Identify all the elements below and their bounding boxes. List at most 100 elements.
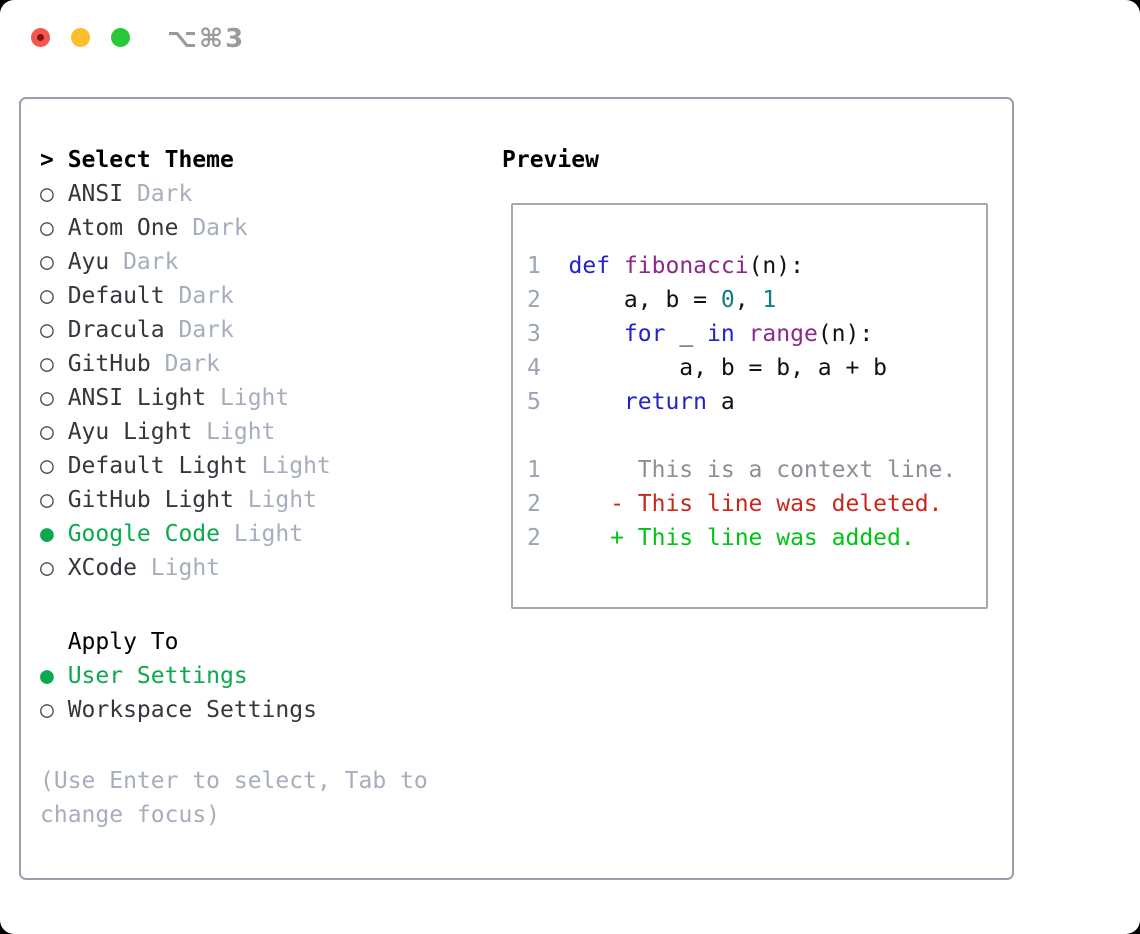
theme-variant: Dark bbox=[178, 283, 234, 309]
code-line: 1 def fibonacci(n): bbox=[527, 249, 972, 283]
theme-name: Atom One bbox=[67, 215, 179, 241]
theme-name: Ayu bbox=[67, 249, 110, 275]
preview-title: Preview bbox=[502, 147, 599, 173]
line-number: 1 bbox=[527, 253, 541, 279]
theme-item-ayu[interactable]: ○ Ayu Dark bbox=[40, 245, 455, 279]
code-token: (n): bbox=[748, 253, 804, 279]
apply-to-section: Apply To ● User Settings ○Workspace Settin… bbox=[40, 625, 455, 727]
theme-item-github-light[interactable]: ○ GitHub Light Light bbox=[40, 483, 455, 517]
apply-to-label: Apply To bbox=[67, 629, 179, 655]
code-token: 0 bbox=[720, 287, 735, 313]
code-token: for bbox=[623, 321, 666, 347]
theme-variant: Light bbox=[261, 453, 331, 479]
theme-item-default[interactable]: ○ Default Dark bbox=[40, 279, 455, 313]
theme-variant: Light bbox=[206, 419, 276, 445]
theme-name: GitHub Light bbox=[67, 487, 234, 513]
diff-line-context: 1 This is a context line. bbox=[527, 453, 972, 487]
code-token: def bbox=[568, 253, 611, 279]
help-text: (Use Enter to select, Tab to change focu… bbox=[40, 768, 428, 828]
select-theme-title: Select Theme bbox=[67, 147, 234, 173]
apply-option-user-settings[interactable]: ● User Settings bbox=[40, 659, 455, 693]
code-token: a bbox=[707, 389, 735, 415]
code-token: a, b = bbox=[568, 287, 721, 313]
theme-variant: Light bbox=[247, 487, 317, 513]
line-number: 3 bbox=[527, 321, 541, 347]
code-token bbox=[569, 321, 624, 347]
line-number: 2 bbox=[527, 525, 541, 551]
zoom-icon[interactable] bbox=[111, 28, 130, 47]
line-number: 5 bbox=[527, 389, 541, 415]
theme-item-ansi-light[interactable]: ○ ANSI Light Light bbox=[40, 381, 455, 415]
theme-variant: Light bbox=[150, 555, 221, 581]
code-line: 5 return a bbox=[527, 385, 972, 419]
code-token: fibonacci bbox=[623, 253, 749, 279]
theme-variant: Light bbox=[220, 385, 290, 411]
titlebar: ⌥⌘3 bbox=[0, 0, 1140, 75]
radio-unselected-icon: ○ bbox=[40, 385, 54, 411]
code-line: 3 for _ in range(n): bbox=[527, 317, 972, 351]
radio-unselected-icon: ○ bbox=[40, 555, 54, 581]
radio-unselected-icon: ○ bbox=[40, 249, 54, 275]
apply-option-workspace-settings[interactable]: ○Workspace Settings bbox=[40, 693, 455, 727]
code-token: , bbox=[734, 287, 763, 313]
select-theme-header: > Select Theme bbox=[40, 143, 455, 177]
theme-item-github[interactable]: ○ GitHub Dark bbox=[40, 347, 455, 381]
radio-unselected-icon: ○ bbox=[40, 351, 54, 377]
theme-variant: Dark bbox=[123, 249, 179, 275]
diff-text: + This line was added. bbox=[568, 525, 915, 551]
close-icon[interactable] bbox=[31, 28, 50, 47]
radio-unselected-icon: ○ bbox=[40, 283, 54, 309]
code-token: (n): bbox=[817, 321, 874, 347]
line-number: 2 bbox=[527, 287, 541, 313]
code-line: 2 a, b = 0, 1 bbox=[527, 283, 972, 317]
theme-item-dracula[interactable]: ○ Dracula Dark bbox=[40, 313, 455, 347]
theme-name: ANSI Light bbox=[67, 385, 207, 411]
minimize-icon[interactable] bbox=[71, 28, 90, 47]
code-token: in bbox=[707, 321, 735, 347]
code-token bbox=[610, 253, 624, 279]
radio-selected-icon: ● bbox=[40, 521, 54, 547]
code-line: 4 a, b = b, a + b bbox=[527, 351, 972, 385]
theme-name: Ayu Light bbox=[67, 419, 193, 445]
blank-line bbox=[527, 419, 972, 453]
radio-unselected-icon: ○ bbox=[40, 453, 54, 479]
theme-variant: Dark bbox=[192, 215, 248, 241]
diff-block: 1 This is a context line.2 - This line w… bbox=[527, 453, 972, 555]
theme-name: Default bbox=[67, 283, 165, 309]
radio-unselected-icon: ○ bbox=[40, 697, 54, 723]
theme-variant: Dark bbox=[164, 351, 221, 377]
code-token: return bbox=[623, 389, 708, 415]
radio-selected-icon: ● bbox=[40, 663, 54, 689]
theme-item-xcode[interactable]: ○ XCode Light bbox=[40, 551, 455, 585]
theme-item-google-code[interactable]: ● Google Code Light bbox=[40, 517, 455, 551]
apply-option-label: User Settings bbox=[67, 663, 248, 689]
theme-name: GitHub bbox=[67, 351, 151, 377]
code-token bbox=[569, 389, 624, 415]
radio-unselected-icon: ○ bbox=[40, 487, 54, 513]
prompt-icon: > bbox=[40, 147, 54, 173]
radio-unselected-icon: ○ bbox=[40, 317, 54, 343]
code-token bbox=[735, 321, 749, 347]
theme-name: XCode bbox=[67, 555, 137, 581]
theme-variant: Light bbox=[233, 521, 304, 547]
theme-variant: Dark bbox=[178, 317, 234, 343]
theme-name: Google Code bbox=[67, 521, 221, 547]
window-shortcut-label: ⌥⌘3 bbox=[167, 24, 246, 54]
theme-name: Dracula bbox=[67, 317, 165, 343]
code-token: a, b = b, a + b bbox=[568, 355, 888, 381]
line-number: 2 bbox=[527, 491, 541, 517]
theme-variant: Dark bbox=[136, 181, 193, 207]
diff-line-added: 2 + This line was added. bbox=[527, 521, 972, 555]
line-number: 1 bbox=[527, 457, 541, 483]
diff-text: This is a context line. bbox=[568, 457, 957, 483]
